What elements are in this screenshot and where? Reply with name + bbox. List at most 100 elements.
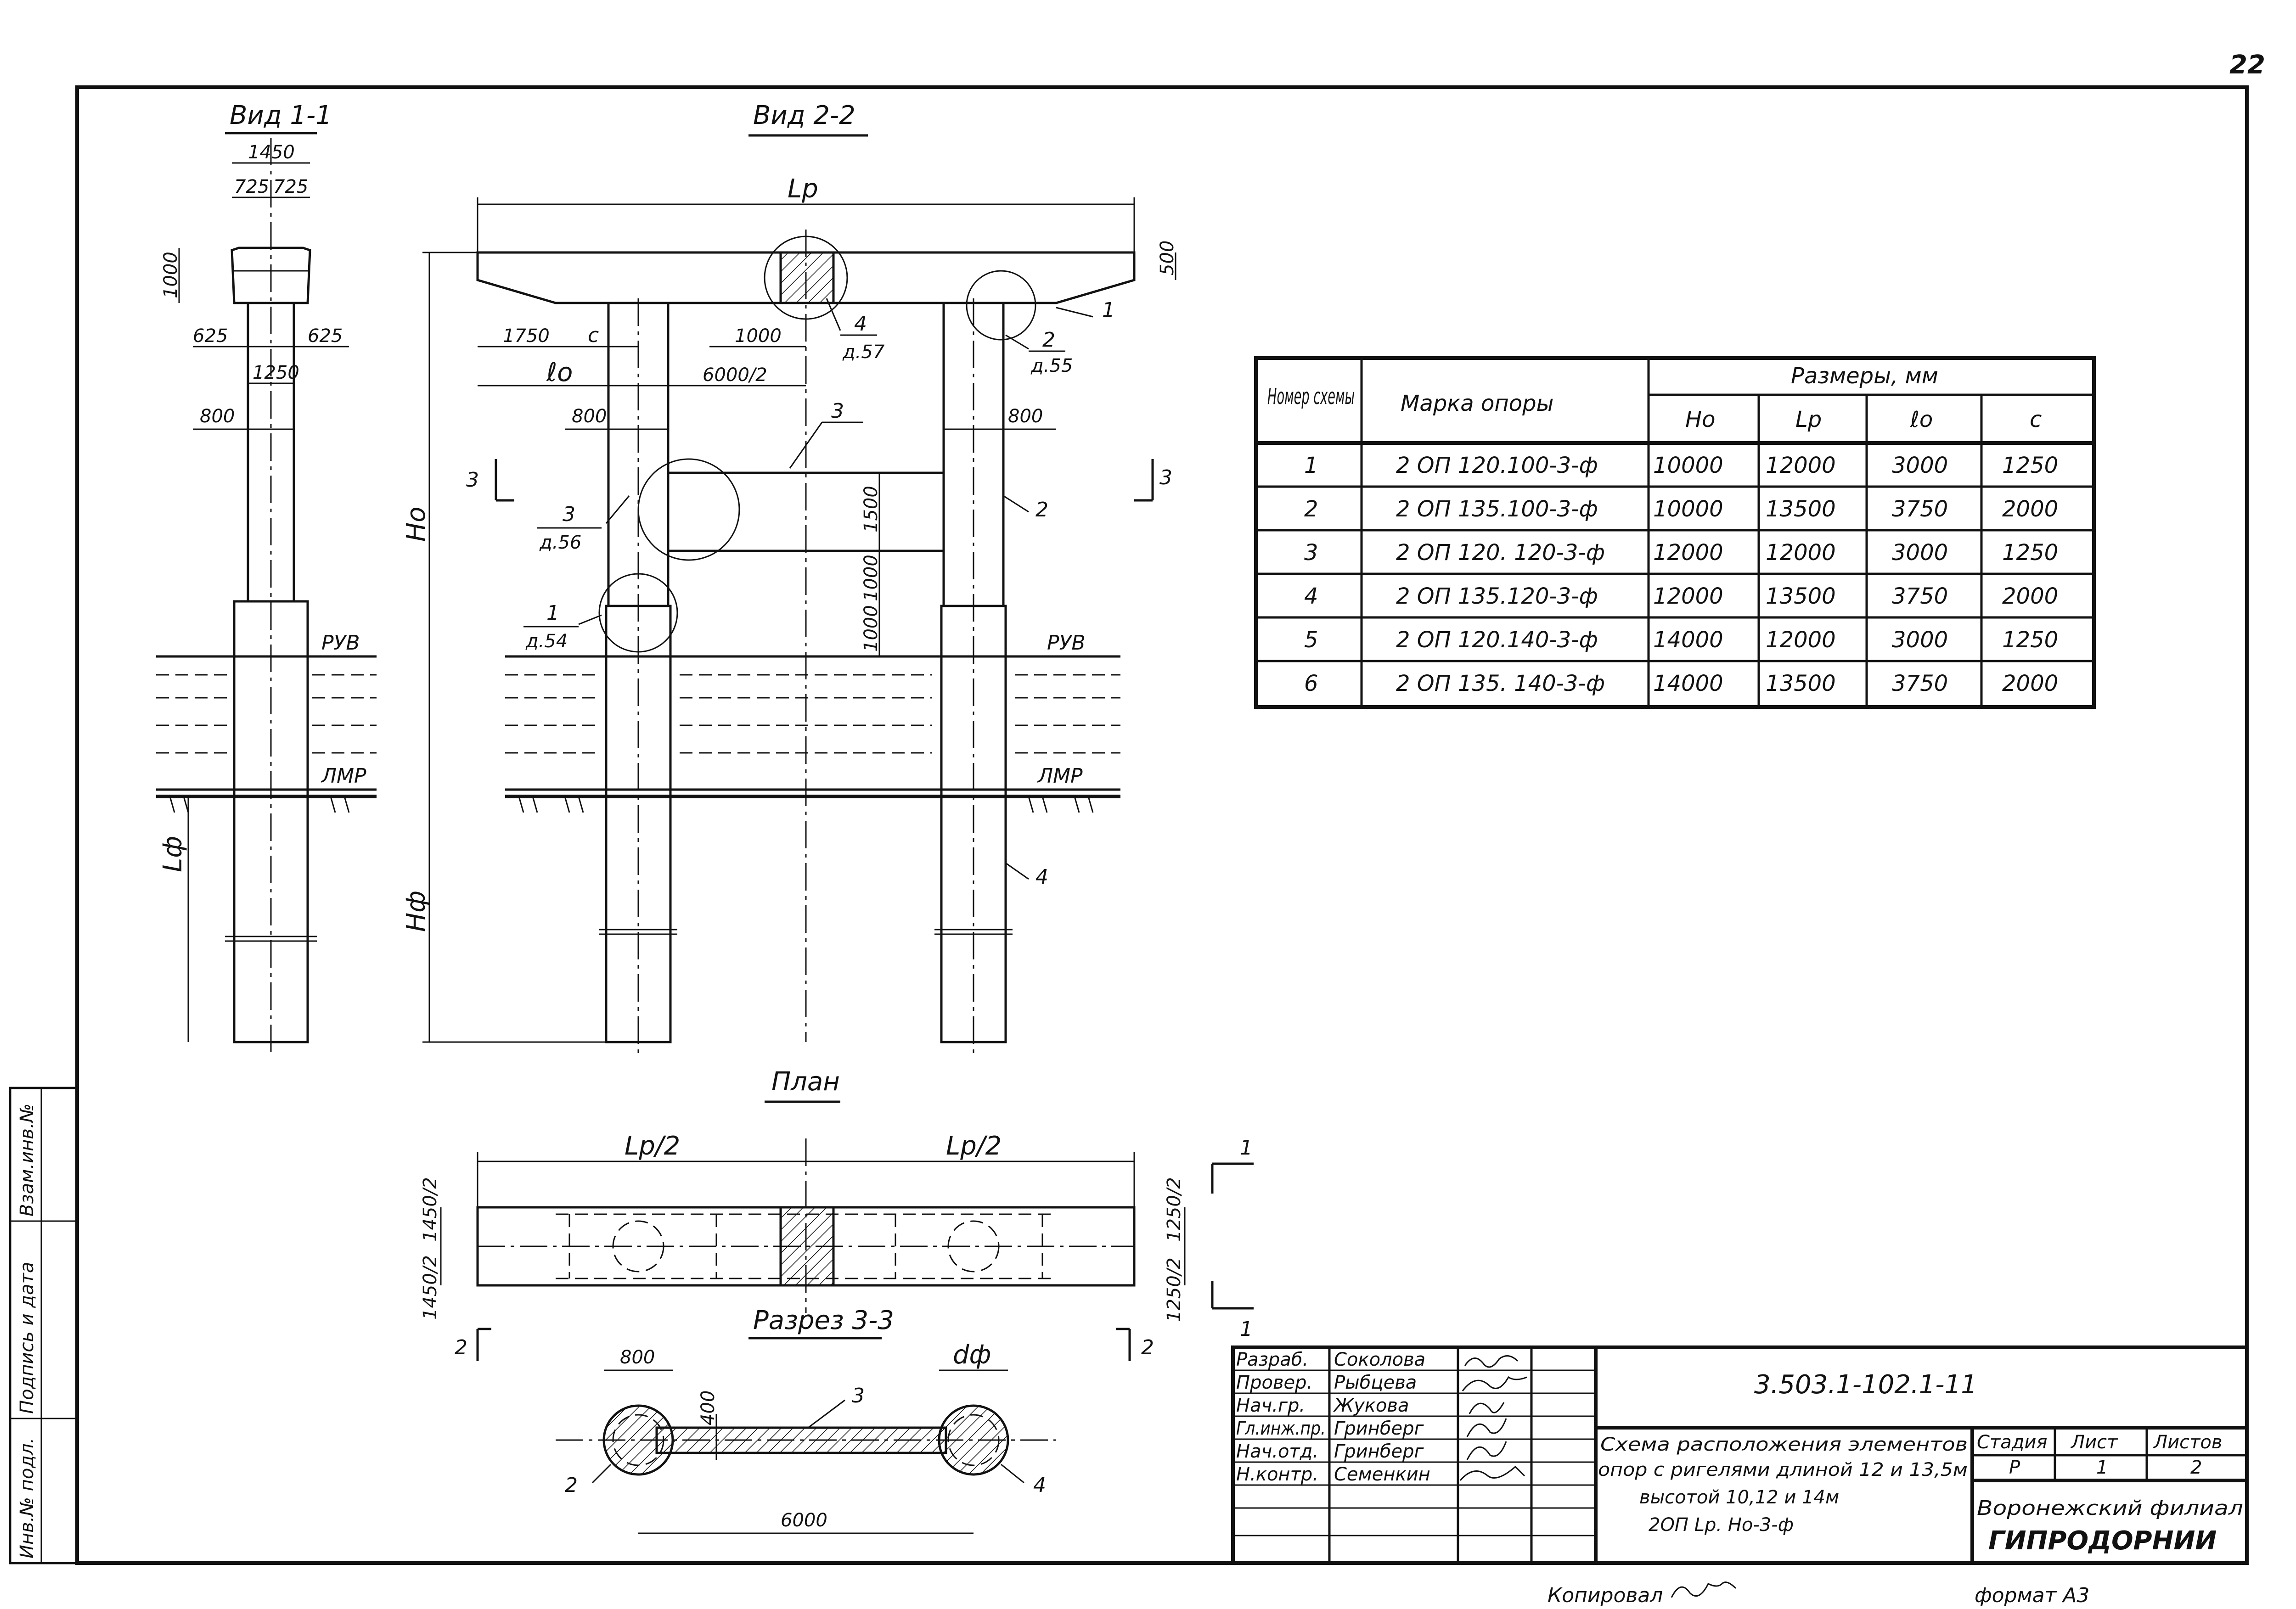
v22-callout-3-sheet: д.56	[539, 532, 581, 553]
v11-ruv: РУВ	[321, 631, 360, 655]
row-2-mark: 2 ОП 135.100-3-ф	[1396, 496, 1598, 522]
plan-title: План	[771, 1067, 840, 1097]
signer-role-3: Нач.гр.	[1236, 1395, 1305, 1416]
table-row: 4 2 ОП 135.120-3-ф 12000 13500 3750 2000	[1304, 583, 2058, 609]
row-1-mark: 2 ОП 120.100-3-ф	[1396, 453, 1598, 478]
left-stamp: Инв.№ подл. Подпись и дата Взам.инв.№	[9, 1087, 79, 1564]
v22-dim-800a: 800	[572, 406, 607, 427]
v22-callout-1: 1	[546, 601, 559, 625]
s33-mark-2: 2	[565, 1474, 578, 1497]
signature-3	[1469, 1402, 1505, 1414]
table-header-scheme: Номер схемы	[1267, 384, 1355, 409]
row-3-c: 1250	[2002, 540, 2058, 566]
v22-callout-2-sheet: д.55	[1030, 355, 1073, 376]
table-row: 5 2 ОП 120.140-3-ф 14000 12000 3000 1250	[1304, 627, 2058, 653]
table-header-lp: Lр	[1795, 407, 1822, 432]
signature-6	[1459, 1465, 1525, 1481]
signer-role-6: Н.контр.	[1236, 1464, 1318, 1485]
row-2-lp: 13500	[1766, 496, 1836, 522]
row-2-h0: 10000	[1653, 496, 1723, 522]
page-number: 22	[2229, 50, 2265, 80]
plan-sec-1-bottom: 1	[1240, 1317, 1253, 1341]
v22-sec-3-right: 3	[1159, 466, 1172, 489]
table-header-c: c	[2030, 407, 2042, 432]
desc-line-1: Схема расположения элементов	[1600, 1434, 1968, 1455]
table-row: 1 2 ОП 120.100-3-ф 10000 12000 3000 1250	[1304, 453, 2058, 478]
row-6-mark: 2 ОП 135. 140-3-ф	[1396, 671, 1605, 696]
view-2-2-title: Вид 2-2	[753, 101, 855, 130]
desc-line-2: опор с ригелями длиной 12 и 13,5м	[1598, 1459, 1968, 1480]
signer-name-3: Жукова	[1333, 1395, 1409, 1416]
row-6-c: 2000	[2002, 671, 2058, 696]
view-1-1: Вид 1-1 1450 725 725 1000 625 625 1250 8…	[156, 101, 377, 1056]
v22-mark-4: 4	[1035, 865, 1048, 889]
stage-label: Стадия	[1977, 1432, 2047, 1453]
v22-dim-1500: 1500	[861, 486, 882, 533]
signer-name-2: Рыбцева	[1334, 1372, 1417, 1393]
table-row: 6 2 ОП 135. 140-3-ф 14000 13500 3750 200…	[1304, 671, 2058, 696]
sheets-value: 2	[2190, 1457, 2202, 1478]
v22-mark-3: 3	[831, 399, 844, 423]
stamp-sign-label: Подпись и дата	[17, 1262, 38, 1414]
v22-lmr: ЛМР	[1037, 764, 1083, 788]
signer-role-2: Провер.	[1236, 1372, 1312, 1393]
v11-dim-1450: 1450	[248, 142, 295, 163]
row-5-mark: 2 ОП 120.140-3-ф	[1396, 627, 1598, 653]
v11-dim-1000: 1000	[160, 252, 181, 298]
doc-code: 3.503.1-102.1-11	[1754, 1370, 1977, 1400]
signer-role-5: Нач.отд.	[1236, 1441, 1318, 1462]
v11-dim-1250: 1250	[253, 362, 299, 383]
footer-copied: Копировал	[1548, 1584, 1663, 1607]
row-1-l0: 3000	[1892, 453, 1948, 478]
table-row: 3 2 ОП 120. 120-3-ф 12000 12000 3000 125…	[1304, 540, 2058, 566]
s33-dim-400: 400	[698, 1390, 719, 1425]
row-6-h0: 14000	[1653, 671, 1723, 696]
row-4-n: 4	[1304, 583, 1318, 609]
signer-name-5: Гринберг	[1334, 1441, 1424, 1462]
plan-dim-1250-2a: 1250/2	[1164, 1177, 1185, 1242]
v22-sec-3-left: 3	[466, 468, 479, 492]
s33-mark-4: 4	[1033, 1474, 1046, 1497]
signature-1	[1464, 1355, 1519, 1368]
row-6-l0: 3750	[1892, 671, 1948, 696]
plan-dim-1450-2a: 1450/2	[420, 1177, 441, 1242]
row-6-n: 6	[1304, 671, 1318, 696]
sizes-table: Номер схемы Марка опоры Размеры, мм Hо L…	[1254, 356, 2096, 709]
plan-dim-1450-2b: 1450/2	[420, 1255, 441, 1320]
row-5-n: 5	[1304, 627, 1318, 653]
row-5-lp: 12000	[1766, 627, 1836, 653]
stage-value: Р	[2009, 1457, 2020, 1478]
view-1-1-title: Вид 1-1	[230, 101, 332, 130]
signature-5	[1466, 1441, 1507, 1460]
signer-name-1: Соколова	[1334, 1349, 1425, 1370]
row-2-l0: 3750	[1892, 496, 1948, 522]
plan-sec-1-top: 1	[1240, 1136, 1253, 1160]
signature-2	[1462, 1376, 1527, 1391]
footer-format: формат А3	[1975, 1584, 2089, 1607]
v22-callout-4-sheet: д.57	[842, 342, 885, 363]
stamp-inv-label: Инв.№ подл.	[17, 1438, 38, 1559]
row-5-h0: 14000	[1653, 627, 1723, 653]
plan-dim-lp2-right: Lр/2	[946, 1131, 1002, 1161]
row-2-c: 2000	[2002, 496, 2058, 522]
v22-callout-2: 2	[1042, 328, 1055, 352]
s33-mark-3: 3	[852, 1384, 865, 1407]
section-3-3-title: Разрез 3-3	[753, 1306, 894, 1335]
plan-dim-lp2-left: Lр/2	[625, 1131, 680, 1161]
v11-dim-725a: 725	[234, 176, 269, 197]
plan-view: План Lр/2 Lр/2 1450/2 1450/2 1250/2 1250…	[420, 1067, 1254, 1361]
v22-dim-6000-2: 6000/2	[703, 364, 767, 386]
row-2-n: 2	[1304, 496, 1318, 522]
s33-dim-800: 800	[620, 1347, 655, 1368]
signer-role-1: Разраб.	[1236, 1349, 1308, 1370]
stamp-replace-label: Взам.инв.№	[17, 1104, 38, 1217]
plan-sec-2-right: 2	[1141, 1336, 1154, 1359]
row-3-l0: 3000	[1892, 540, 1948, 566]
title-block: Разраб. Соколова Провер. Рыбцева Нач.гр.…	[1231, 1346, 2249, 1565]
view-2-2: Вид 2-2 Lр 500 4	[401, 101, 1178, 1056]
v22-dim-1000: 1000	[735, 325, 782, 347]
row-4-lp: 13500	[1766, 583, 1836, 609]
v22-mark-2: 2	[1035, 498, 1048, 521]
row-1-n: 1	[1304, 453, 1318, 478]
